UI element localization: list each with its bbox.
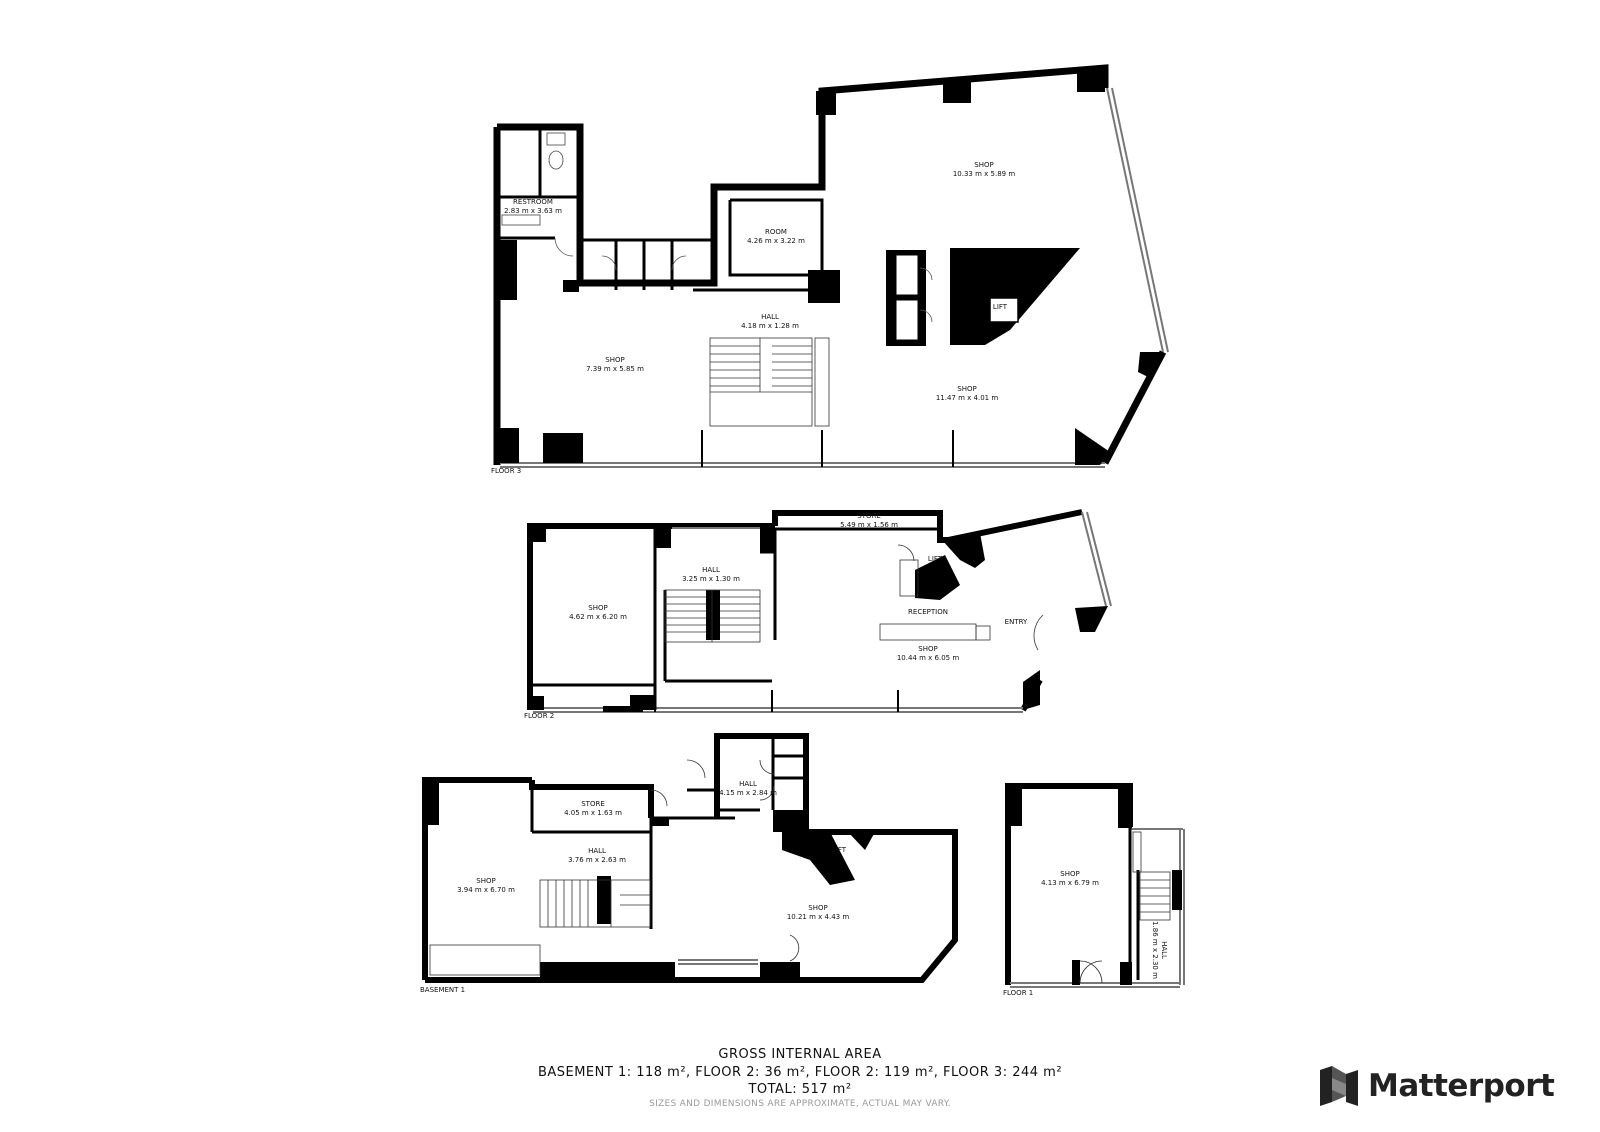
- floor-3-shop-c-dims: 11.47 m x 4.01 m: [936, 394, 998, 402]
- floor-3-hall-dims: 4.18 m x 1.28 m: [741, 322, 799, 330]
- floor-3-lift-label: LIFT: [993, 303, 1008, 311]
- floor-3-room-name: ROOM: [765, 228, 787, 236]
- floor-3-label: FLOOR 3: [491, 467, 521, 475]
- floor-3-shop-b-dims: 7.39 m x 5.85 m: [586, 365, 644, 373]
- floor-3-shop-a-dims: 10.33 m x 5.89 m: [953, 170, 1015, 178]
- floor-1-plan: SHOP 4.13 m x 6.79 m HALL 1.86 m x 2.30 …: [1003, 783, 1185, 997]
- floor-1-label: FLOOR 1: [1003, 989, 1033, 997]
- floor-1-hall-name: HALL: [1160, 941, 1168, 959]
- basement-1-label: BASEMENT 1: [420, 986, 465, 994]
- dimensions-disclaimer: SIZES AND DIMENSIONS ARE APPROXIMATE, AC…: [649, 1099, 951, 1109]
- floor-2-store-name: STORE: [857, 512, 881, 520]
- floor-3-plan: SHOP 10.33 m x 5.89 m ROOM 4.26 m x 3.22…: [491, 64, 1169, 475]
- basement-1-store-dims: 4.05 m x 1.63 m: [564, 809, 622, 817]
- floor-2-hall-dims: 3.25 m x 1.30 m: [682, 575, 740, 583]
- floor-3-shop-a-name: SHOP: [974, 161, 993, 169]
- basement-1-lift-label: LIFT: [832, 846, 847, 854]
- basement-1-shop-a-dims: 3.94 m x 6.70 m: [457, 886, 515, 894]
- basement-1-plan: HALL 4.15 m x 2.84 m STORE 4.05 m x 1.63…: [420, 733, 958, 994]
- floor-3-shop-c-name: SHOP: [957, 385, 976, 393]
- floor-2-shop-a-name: SHOP: [588, 604, 607, 612]
- basement-1-hall-a-dims: 4.15 m x 2.84 m: [719, 789, 777, 797]
- floor-3-restroom-name: RESTROOM: [513, 198, 553, 206]
- floor-2-hall-name: HALL: [702, 566, 720, 574]
- total-area: TOTAL: 517 m²: [748, 1082, 852, 1097]
- gross-internal-area-title: GROSS INTERNAL AREA: [718, 1047, 882, 1062]
- floor-3-hall-name: HALL: [761, 313, 779, 321]
- floor-2-entry-label: ENTRY: [1005, 618, 1028, 626]
- floor-2-shop-b-name: SHOP: [918, 645, 937, 653]
- basement-1-hall-b-dims: 3.76 m x 2.63 m: [568, 856, 626, 864]
- floor-1-shop-dims: 4.13 m x 6.79 m: [1041, 879, 1099, 887]
- floor-2-store-dims: 5.49 m x 1.56 m: [840, 521, 898, 529]
- matterport-logo-icon: [1320, 1066, 1358, 1106]
- floor-1-hall-dims: 1.86 m x 2.30 m: [1151, 921, 1159, 979]
- floor-3-restroom-dims: 2.83 m x 3.63 m: [504, 207, 562, 215]
- floor-2-shop-b-dims: 10.44 m x 6.05 m: [897, 654, 959, 662]
- floor-areas-summary: BASEMENT 1: 118 m², FLOOR 2: 36 m², FLOO…: [537, 1065, 1063, 1080]
- basement-1-shop-a-name: SHOP: [476, 877, 495, 885]
- floor-2-shop-a-dims: 4.62 m x 6.20 m: [569, 613, 627, 621]
- basement-1-store-name: STORE: [581, 800, 605, 808]
- floor-1-shop-name: SHOP: [1060, 870, 1079, 878]
- floor-2-lift-label: LIFT: [928, 555, 943, 563]
- floor-3-room-dims: 4.26 m x 3.22 m: [747, 237, 805, 245]
- matterport-logo: Matterport: [1318, 1063, 1555, 1109]
- basement-1-shop-b-name: SHOP: [808, 904, 827, 912]
- floor-2-label: FLOOR 2: [524, 712, 554, 720]
- basement-1-hall-a-name: HALL: [739, 780, 757, 788]
- floor-2-reception-label: RECEPTION: [908, 608, 948, 616]
- basement-1-shop-b-dims: 10.21 m x 4.43 m: [787, 913, 849, 921]
- basement-1-hall-b-name: HALL: [588, 847, 606, 855]
- floor-3-shop-b-name: SHOP: [605, 356, 624, 364]
- matterport-logo-text: Matterport: [1368, 1068, 1555, 1104]
- floor-2-plan: STORE 5.49 m x 1.56 m HALL 3.25 m x 1.30…: [524, 509, 1112, 720]
